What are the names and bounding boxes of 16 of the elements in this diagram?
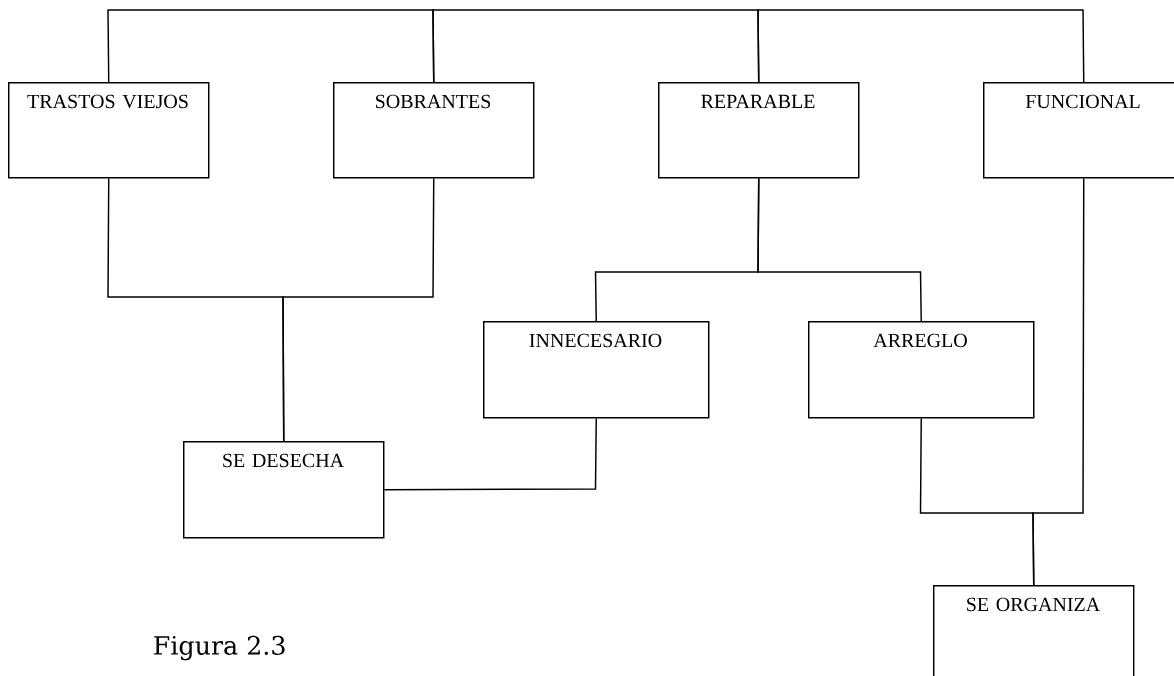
connector <box>383 417 597 491</box>
process-box: FUNCIONAL <box>983 82 1174 179</box>
connector <box>107 9 435 83</box>
process-box: ARREGLO <box>808 321 1035 419</box>
connector <box>282 177 435 442</box>
process-box: SE ORGANIZA <box>933 585 1135 676</box>
connector <box>1032 177 1085 586</box>
process-box: TRASTOS VIEJOS <box>8 82 210 179</box>
caption: Figura 2.3 <box>154 635 285 661</box>
process-box: SOBRANTES <box>333 82 535 179</box>
process-box: REPARABLE <box>658 82 860 179</box>
connector <box>757 177 922 322</box>
process-box: SE DESECHA <box>183 441 385 539</box>
connector <box>757 9 1085 83</box>
connector <box>432 9 760 83</box>
process-box: INNECESARIO <box>483 321 710 419</box>
